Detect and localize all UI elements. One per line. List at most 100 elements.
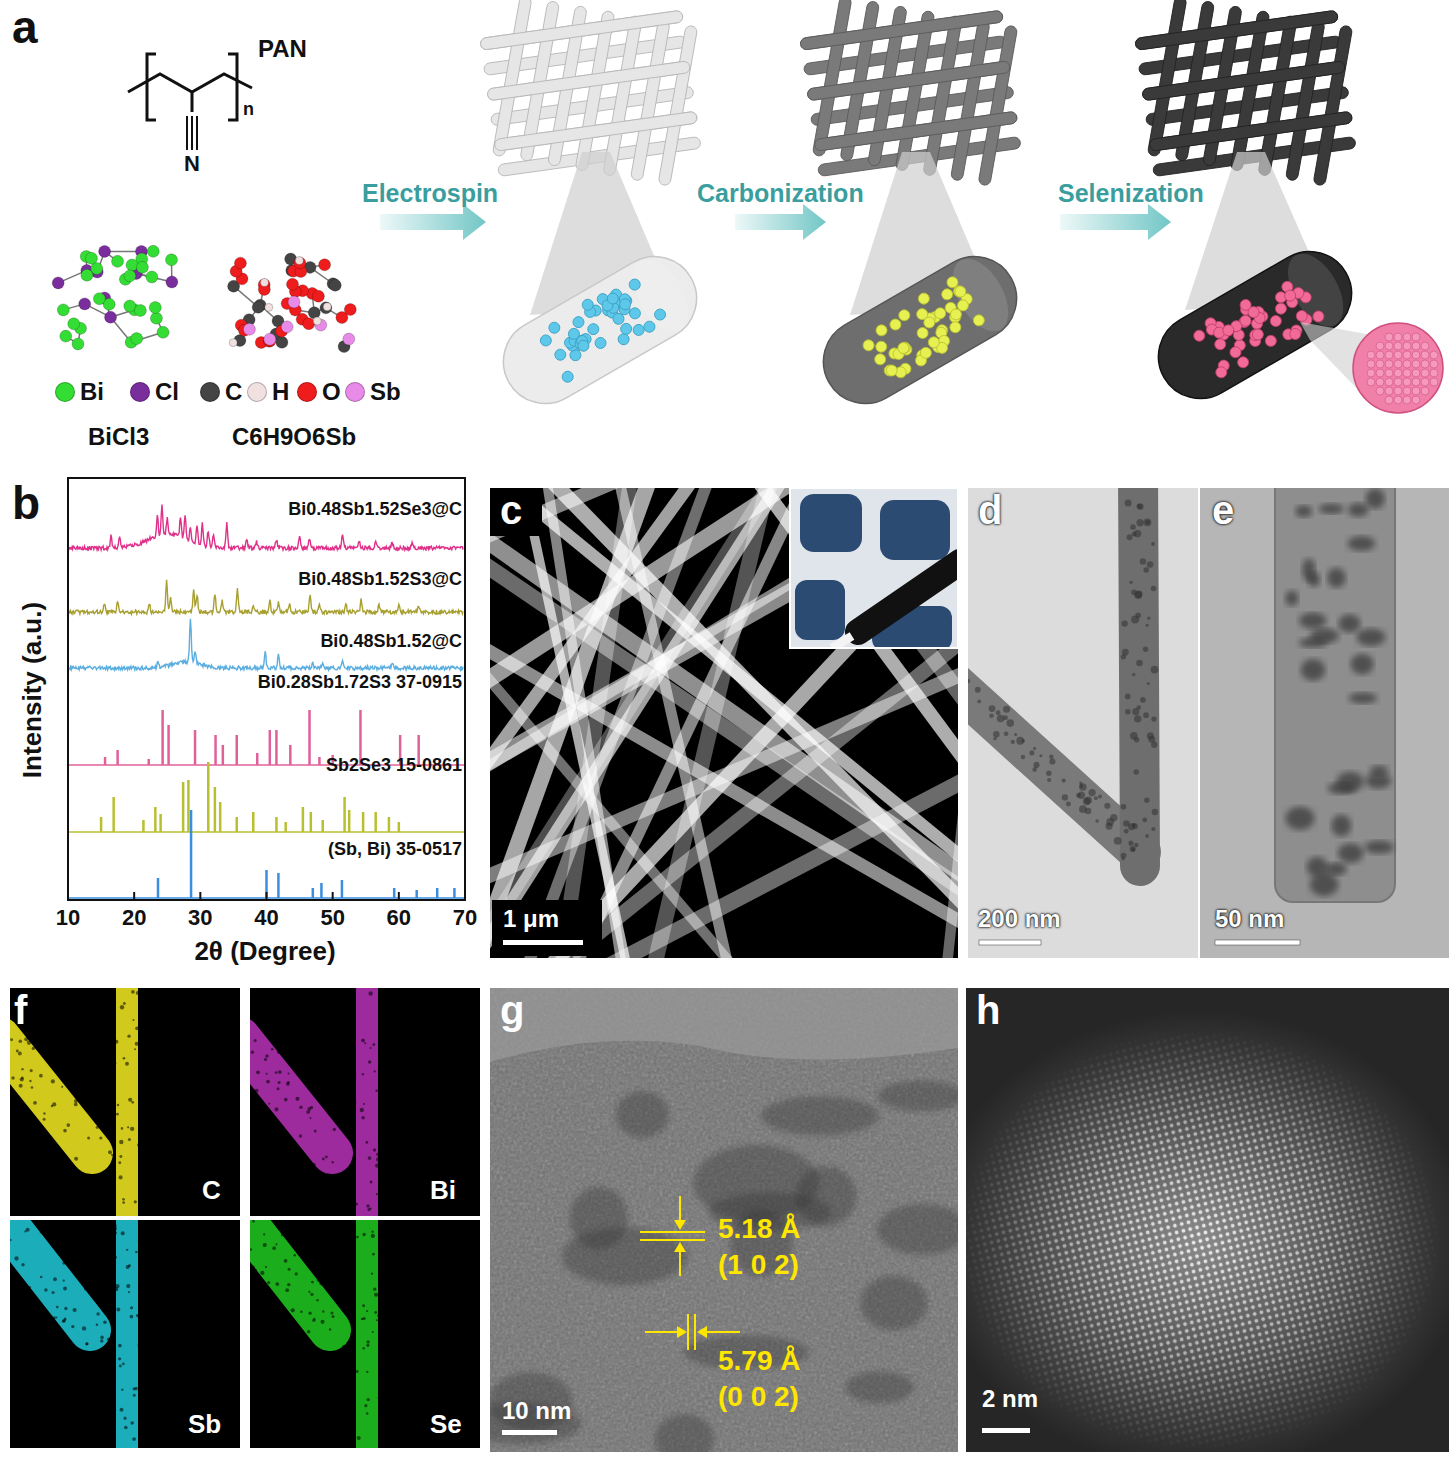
map-speck [277,1303,280,1306]
step-label: Carbonization [697,180,864,208]
legend-text: C [225,379,242,405]
reference-peak [100,817,103,832]
map-speck [109,1289,111,1291]
map-speck [307,1431,311,1435]
map-speck [300,1310,303,1313]
map-speck [85,1343,88,1346]
element-map-fiber [250,1038,332,1153]
map-speck [325,1435,328,1438]
crystal-atom [1394,369,1402,377]
map-speck [28,1000,32,1004]
map-speck [79,989,82,992]
map-speck [112,1173,116,1177]
map-speck [65,1068,67,1070]
map-speck [77,1356,80,1359]
photo-inset [790,488,958,648]
tick-label: 60 [387,906,411,930]
map-speck [123,1057,126,1060]
molecule-cluster [228,253,357,352]
map-speck [317,1434,320,1437]
map-speck [109,1085,112,1088]
axis-tick [199,892,201,900]
particle-speck [1039,754,1042,757]
nanoparticle [1294,308,1309,323]
map-speck [58,1028,62,1032]
trace-label: Bi0.48Sb1.52S3@C [298,570,462,590]
arrowhead [674,1220,686,1230]
map-speck [320,1320,324,1324]
map-speck [24,1037,28,1041]
nanoparticle [627,277,642,292]
map-speck [120,1408,124,1412]
crystal-atom [1412,342,1420,350]
reference-label: Sb2Se3 15-0861 [326,756,462,776]
atom [150,312,162,324]
map-speck [72,1441,75,1444]
atom [147,245,159,257]
nanoparticle [1301,659,1325,681]
map-speck [45,1163,48,1166]
legend-swatch [297,382,317,402]
crystal-atom [1430,378,1438,386]
map-speck [69,1223,73,1227]
reference-peak [167,725,170,765]
map-speck [11,1189,14,1192]
particle-speck [1084,797,1092,805]
map-speck [280,1192,282,1194]
panel-letter: f [14,988,27,1032]
map-speck [286,1441,289,1444]
map-speck [21,1263,24,1266]
precursor-name: C6H9O6Sb [232,424,356,450]
map-speck [316,1231,319,1234]
legend-swatch [247,382,267,402]
map-speck [323,1179,327,1183]
nanoparticle [1339,614,1361,632]
panel-letter: h [976,988,1000,1032]
map-speck [388,1152,392,1156]
map-speck [121,1388,123,1390]
map-speck [328,1109,330,1111]
map-speck [291,1205,293,1207]
nanoparticle [1327,568,1345,588]
map-speck [84,1288,87,1291]
map-speck [106,1248,109,1251]
map-speck [312,1003,316,1007]
particle-speck [1047,778,1051,782]
map-speck [29,1080,31,1082]
map-speck [79,1225,82,1228]
map-speck [51,1429,54,1432]
atom [157,326,169,338]
pan-structure [128,54,252,150]
map-speck [378,1178,382,1182]
map-speck [119,1175,123,1179]
map-speck [372,1043,375,1046]
map-speck [104,1275,106,1277]
map-speck [296,1001,298,1003]
polymer-name: PAN [258,36,307,62]
map-speck [366,1371,368,1373]
map-speck [18,1039,22,1043]
particle-speck [997,715,1005,723]
nanoparticle [873,352,888,367]
map-speck [20,1162,23,1165]
particle-speck [1144,518,1152,526]
map-speck [15,1443,19,1447]
map-speck [113,1255,117,1259]
map-speck [74,1103,78,1107]
fringe-line [694,1314,696,1350]
particle-speck [977,700,981,704]
tick-label: 30 [188,906,212,930]
amorphous-carbon [490,988,958,1062]
map-speck [70,991,74,995]
fringe-line [640,1231,705,1233]
map-speck [132,1019,134,1021]
map-speck [91,1027,95,1031]
particle-speck [1151,586,1157,592]
map-speck [95,1359,97,1361]
map-speck [372,1331,374,1333]
map-speck [90,1398,93,1401]
particle-speck [996,710,1001,715]
nanoparticle [888,317,903,332]
nanoparticle [1221,323,1236,338]
map-speck [10,1239,12,1242]
